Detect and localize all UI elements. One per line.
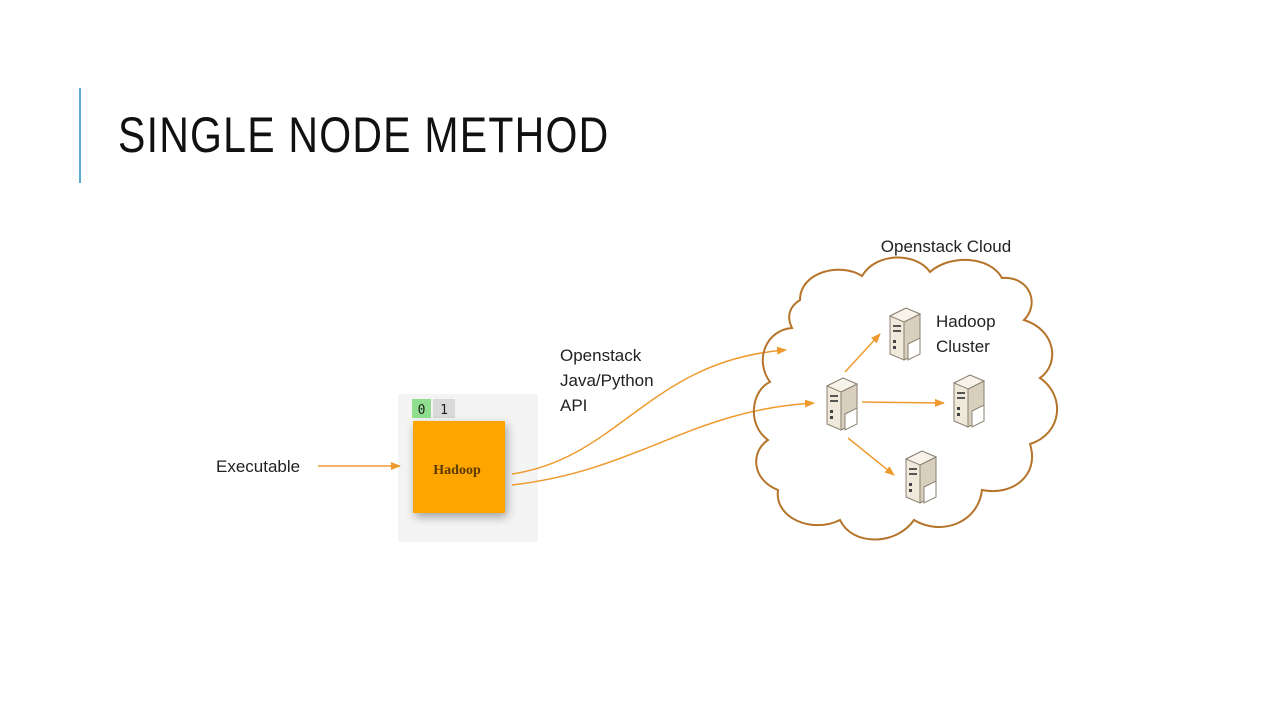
worker-server-icon-top	[889, 307, 921, 361]
node-tab-0	[412, 399, 431, 418]
slide-title: SINGLE NODE METHOD	[118, 107, 610, 163]
node-tab-1	[433, 399, 455, 418]
api-arrow-upper	[511, 346, 787, 475]
node-tab-1-label: 1	[440, 403, 448, 418]
api-label: Openstack Java/Python API	[560, 346, 658, 415]
openstack-cloud	[753, 256, 1059, 541]
title-accent-bar	[79, 88, 81, 183]
hadoop-box-label: Hadoop	[433, 463, 481, 478]
worker-server-icon-bottom	[905, 450, 937, 504]
executable-label: Executable	[216, 457, 300, 476]
node-tab-0-label: 0	[418, 403, 426, 418]
worker-server-icon-right	[953, 374, 985, 428]
master-to-bottom-arrow	[847, 437, 895, 476]
cloud-label: Openstack Cloud	[881, 237, 1011, 256]
api-arrow-lower	[511, 399, 815, 486]
master-to-top-arrow	[844, 333, 881, 373]
hadoop-node: 0 1 Hadoop	[398, 394, 538, 542]
hadoop-box	[413, 421, 505, 513]
master-to-right-arrow	[861, 398, 945, 407]
cluster-label: Hadoop Cluster	[936, 312, 1000, 356]
master-server-icon	[826, 377, 858, 431]
